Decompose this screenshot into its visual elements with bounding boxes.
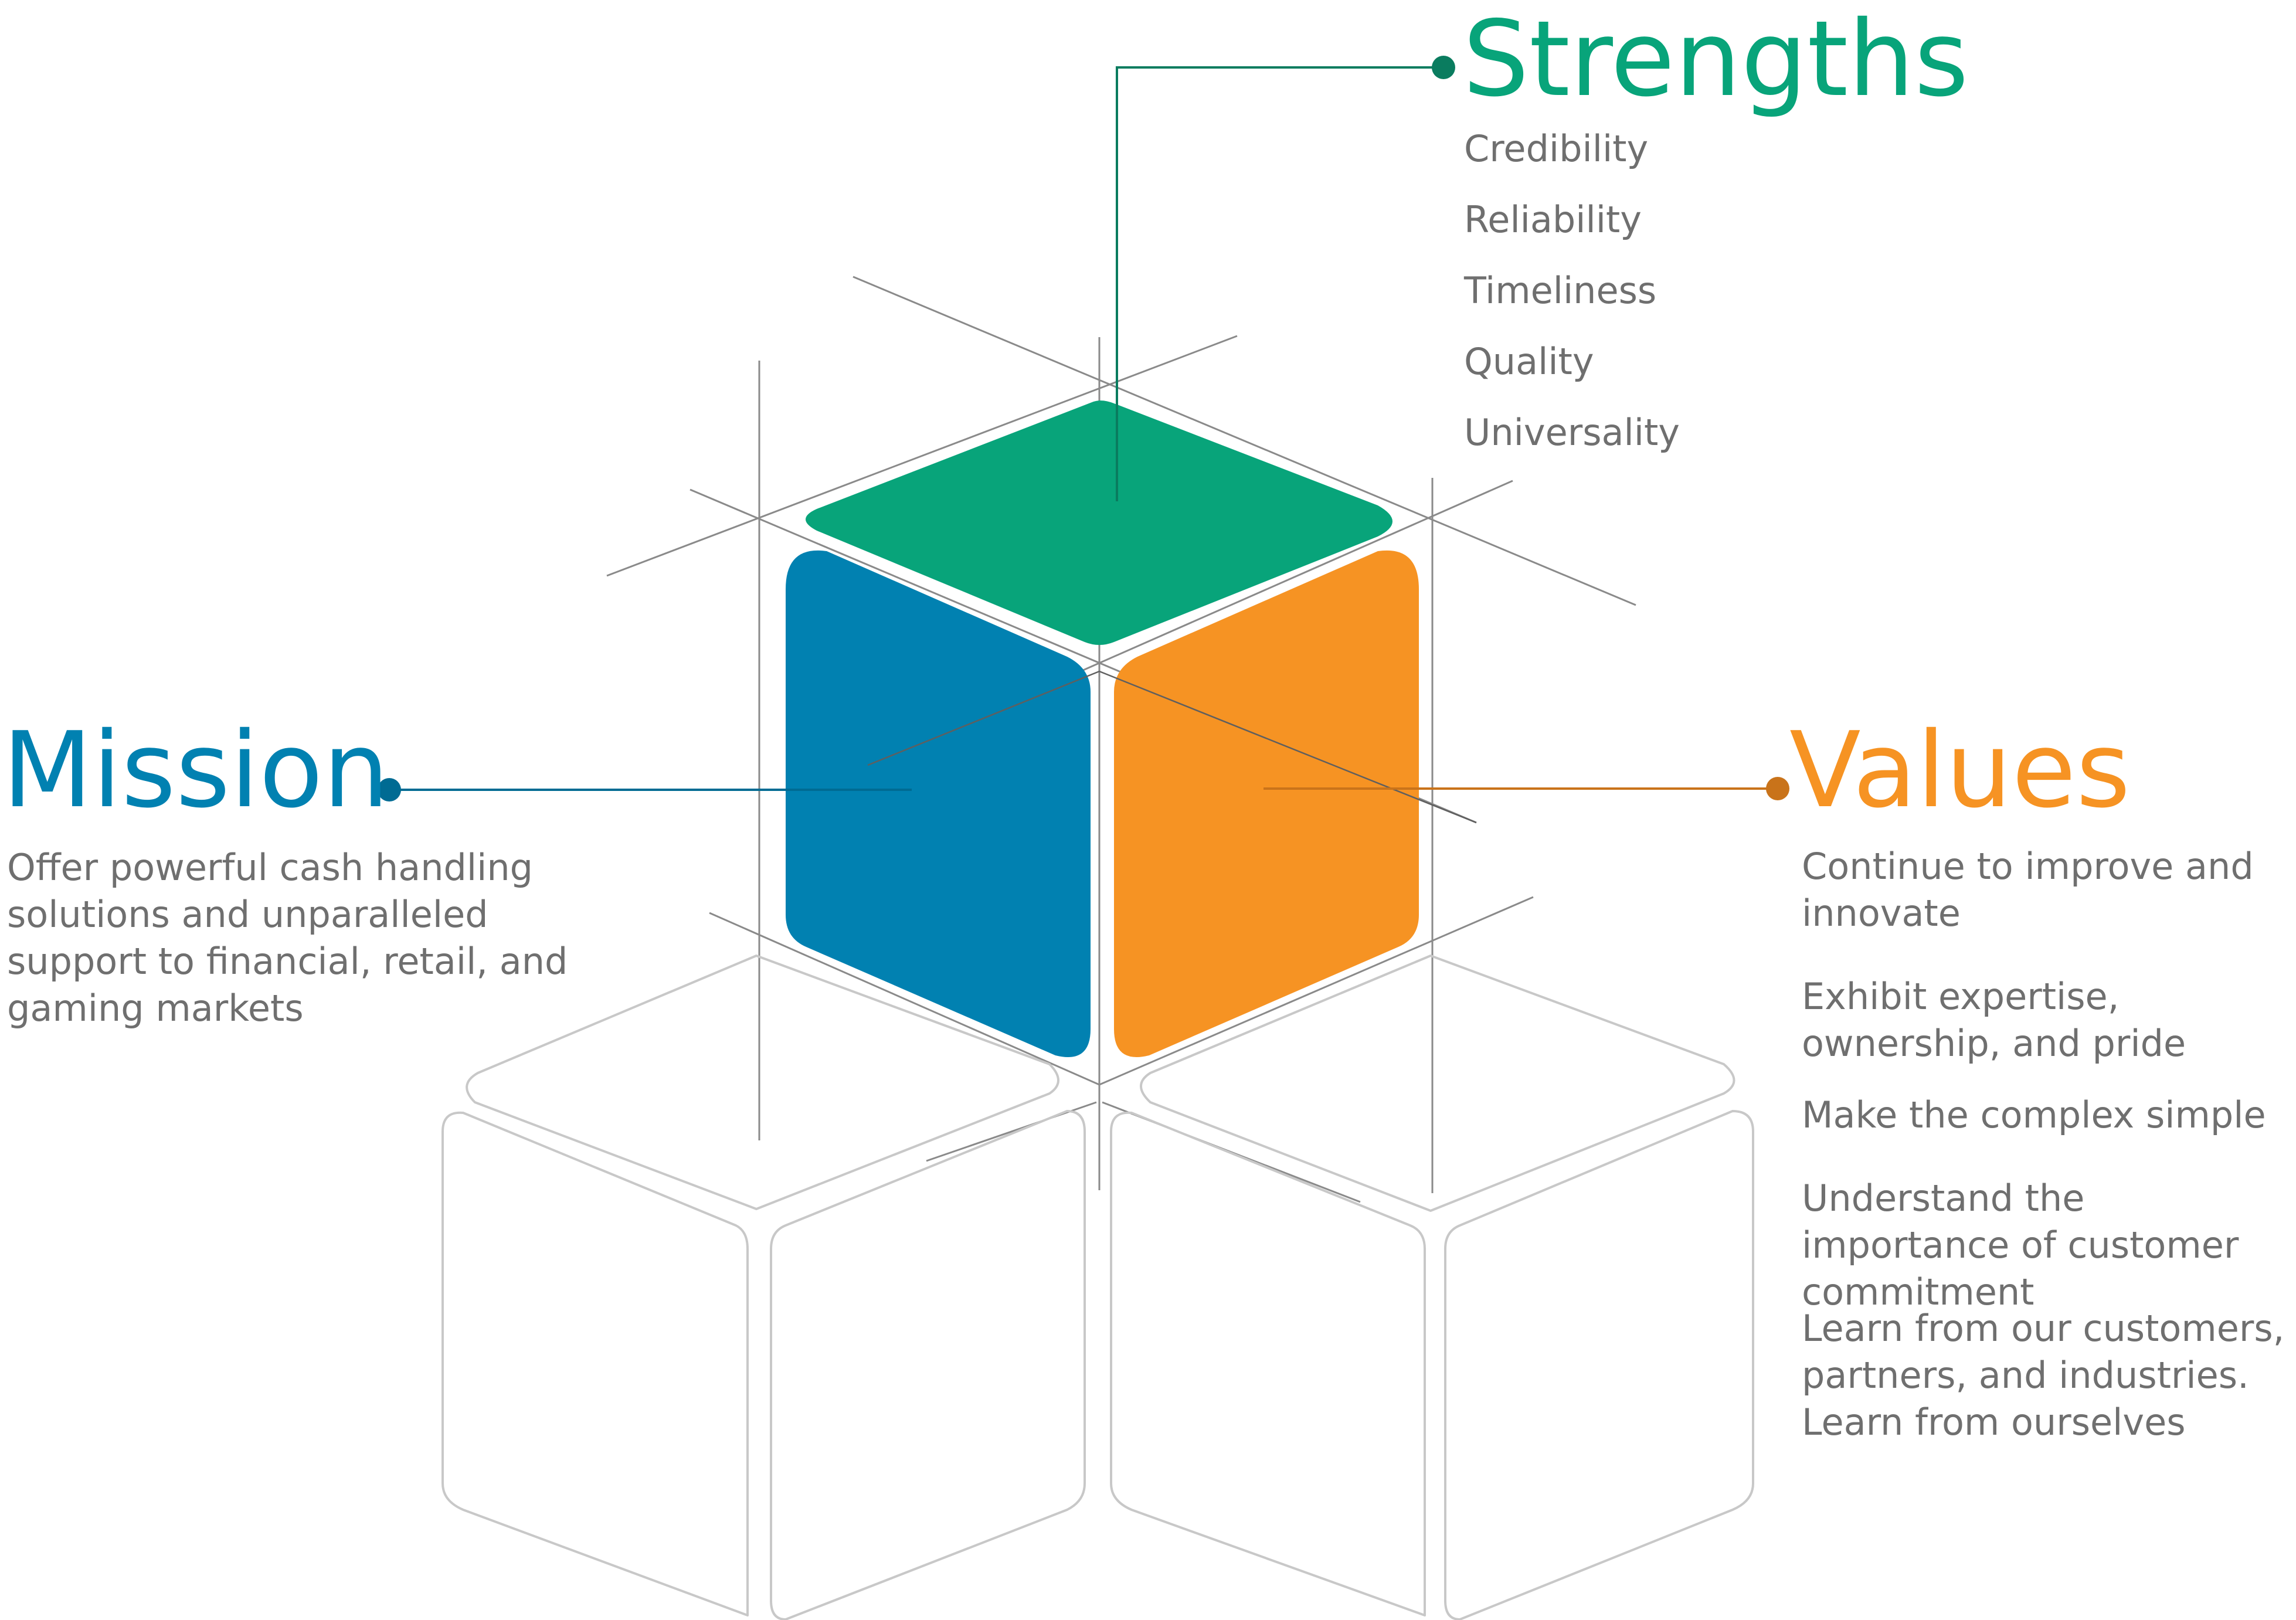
- values-connector-dot: [1766, 777, 1789, 800]
- strengths-item: Timeliness: [1464, 269, 1657, 312]
- outline-cube-top-left: [466, 955, 1059, 1210]
- outline-cube-right-face: [770, 1110, 1086, 1620]
- strengths-item: Quality: [1464, 340, 1594, 383]
- construction-line: [709, 912, 1100, 1086]
- strengths-connector-dot: [1432, 56, 1455, 79]
- values-item: Continue to improve and innovate: [1802, 845, 2254, 935]
- outline-cube-right-face: [1444, 1110, 1754, 1620]
- strengths-list: Credibility Reliability Timeliness Quali…: [1464, 125, 1680, 480]
- strengths-item: Reliability: [1464, 198, 1642, 241]
- connectors: [390, 66, 1778, 791]
- values-item: Understand the importance of customer co…: [1802, 1177, 2239, 1313]
- mission-connector-dot: [378, 778, 401, 801]
- strengths-item: Credibility: [1464, 127, 1649, 170]
- outline-cube-top-right: [1140, 955, 1735, 1212]
- cube-overlay-lines: [867, 670, 1477, 824]
- mission-cube-face: [786, 550, 1091, 1057]
- values-item: Learn from our customers, partners, and …: [1802, 1307, 2285, 1444]
- strengths-title: Strengths: [1463, 0, 1969, 120]
- construction-line: [1099, 896, 1534, 1086]
- strengths-connector: [1116, 66, 1444, 501]
- mission-text: Offer powerful cash handling solutions a…: [7, 846, 568, 1030]
- construction-line: [867, 670, 1100, 766]
- mission-title: Mission: [2, 709, 389, 831]
- values-item: Exhibit expertise, ownership, and pride: [1802, 975, 2186, 1065]
- values-cube-face: [1114, 550, 1419, 1057]
- construction-line: [606, 335, 1238, 577]
- values-item: Make the complex simple: [1802, 1093, 2266, 1136]
- construction-line: [852, 276, 1636, 606]
- construction-line: [1099, 670, 1477, 824]
- outline-cubes: [441, 955, 1754, 1620]
- outline-cube-left-face: [1110, 1111, 1426, 1616]
- values-title: Values: [1789, 709, 2131, 831]
- strengths-item: Universality: [1464, 411, 1680, 454]
- outline-cube-left-face: [441, 1111, 749, 1616]
- strengths-cube-face: [806, 400, 1392, 645]
